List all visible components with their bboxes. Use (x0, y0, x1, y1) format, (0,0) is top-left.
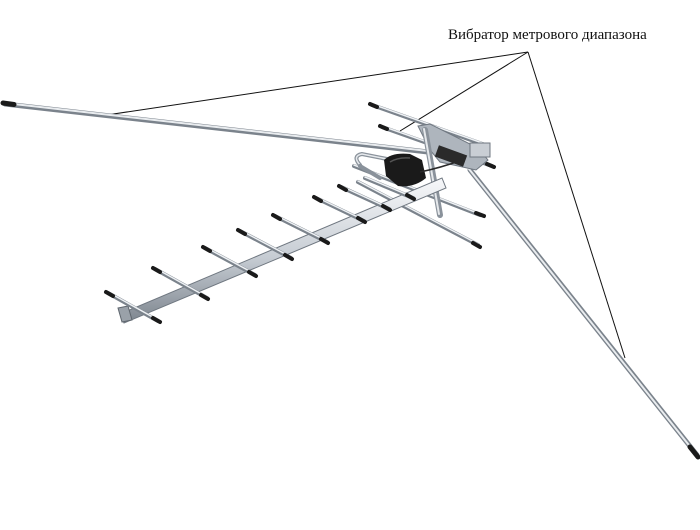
director-rod-6 (312, 195, 367, 224)
vhf-vibrator-right-rod (467, 167, 700, 460)
amplifier-box (384, 153, 426, 187)
leader-line-left-arm (399, 51, 529, 132)
feed-cable (419, 145, 468, 173)
director-rod-2 (151, 266, 210, 301)
director-rod-3 (201, 245, 258, 278)
active-dipole (354, 151, 394, 180)
director-rod-4 (236, 228, 294, 261)
callout-leader-lines (99, 51, 626, 359)
reflector-frame (417, 123, 491, 218)
director-rod-8 (363, 176, 416, 201)
director-rod-5 (271, 213, 330, 245)
antenna-boom (117, 177, 447, 324)
leader-line-left (99, 51, 529, 117)
director-rod-7 (337, 184, 392, 212)
leader-line-right (527, 51, 626, 359)
reflector-rod-4 (356, 180, 482, 249)
vhf-vibrator-left-rod (0, 100, 431, 155)
director-rod-1 (104, 290, 162, 324)
director-elements (104, 176, 416, 324)
callout-label-vhf-vibrator: Вибратор метрового диапазона (448, 27, 647, 43)
